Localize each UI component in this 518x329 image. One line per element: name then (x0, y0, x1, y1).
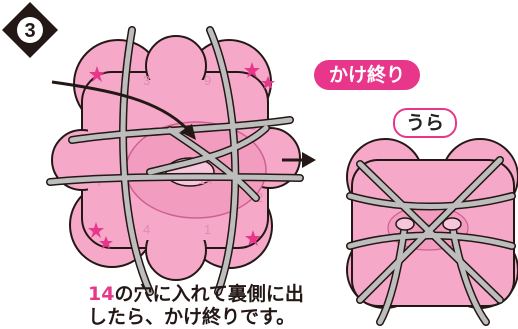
back-hole-left (395, 217, 415, 231)
instruction-text: 14の穴に入れて裏側に出 したら、かけ終りです。 (88, 283, 304, 328)
front-number-1: 1 (204, 222, 211, 237)
back-cords (346, 156, 516, 326)
back-hole-right (442, 217, 462, 231)
step-number: 3 (24, 20, 35, 42)
insert-arrow-head (180, 124, 196, 140)
finish-label: かけ終り (314, 60, 420, 90)
front-number-4: 4 (143, 222, 150, 237)
flip-arrow-head (302, 152, 316, 168)
hole-number: 14 (88, 283, 115, 305)
insert-arrow (51, 80, 190, 132)
back-side-label: うら (393, 108, 457, 138)
front-number-3: 3 (143, 73, 150, 88)
front-stars (88, 62, 275, 249)
front-cords (46, 26, 304, 296)
front-number-9: 9 (204, 73, 211, 88)
step-number-badge: 3 (0, 0, 60, 60)
